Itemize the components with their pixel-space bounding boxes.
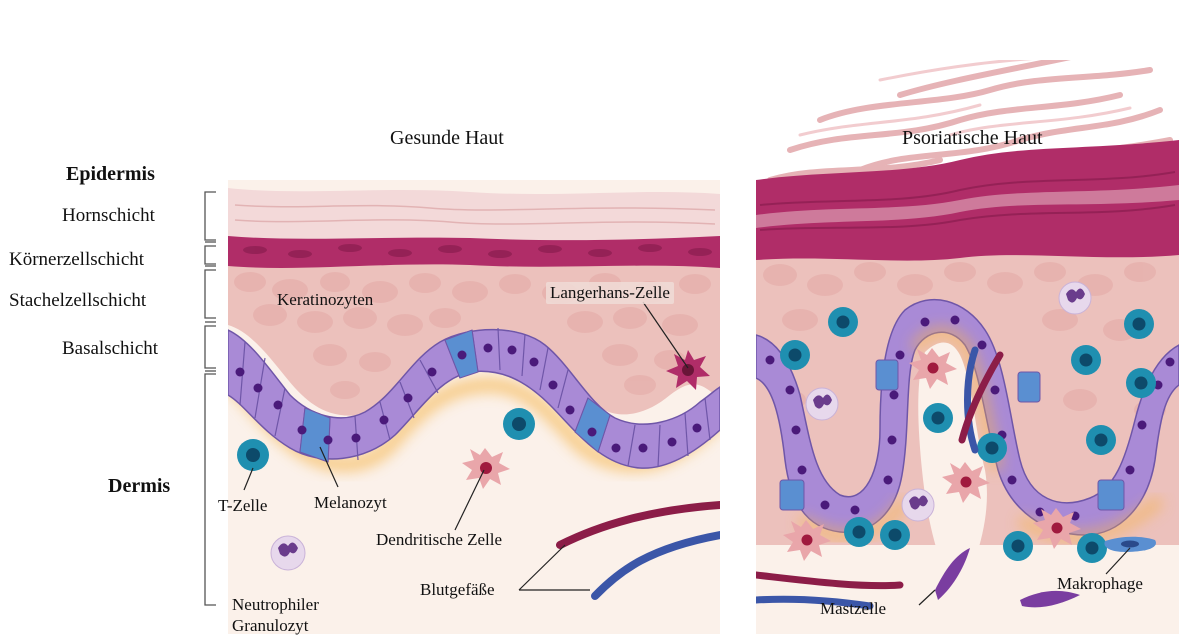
healthy-skin-panel bbox=[228, 180, 720, 634]
psoriatic-skin-title: Psoriatische Haut bbox=[902, 128, 1043, 148]
langerhans-cell-label: Langerhans-Zelle bbox=[546, 282, 674, 304]
keratinocytes-label: Keratinozyten bbox=[277, 291, 373, 309]
neutrophil-label-line2: Granulozyt bbox=[232, 617, 308, 635]
macrophage-label: Makrophage bbox=[1057, 575, 1143, 593]
dendritic-cell-label: Dendritische Zelle bbox=[376, 531, 502, 549]
stratum-spinosum-label: Stachelzellschicht bbox=[9, 291, 146, 310]
t-cell-label: T-Zelle bbox=[218, 497, 267, 515]
layer-brackets bbox=[205, 192, 216, 605]
mast-cell-label: Mastzelle bbox=[820, 600, 886, 618]
neutrophil-label-line1: Neutrophiler bbox=[232, 596, 319, 614]
melanocyte-label: Melanozyt bbox=[314, 494, 387, 512]
blood-vessels-label: Blutgefäße bbox=[420, 581, 495, 599]
epidermis-label: Epidermis bbox=[66, 164, 155, 184]
healthy-neutrophil bbox=[271, 536, 305, 570]
stratum-corneum-label: Hornschicht bbox=[62, 206, 155, 225]
dermis-label: Dermis bbox=[108, 476, 170, 496]
healthy-skin-title: Gesunde Haut bbox=[390, 128, 504, 148]
healthy-horny-layer bbox=[228, 188, 720, 240]
stratum-granulosum-label: Körnerzellschicht bbox=[9, 250, 144, 269]
stratum-basale-label: Basalschicht bbox=[62, 339, 158, 358]
